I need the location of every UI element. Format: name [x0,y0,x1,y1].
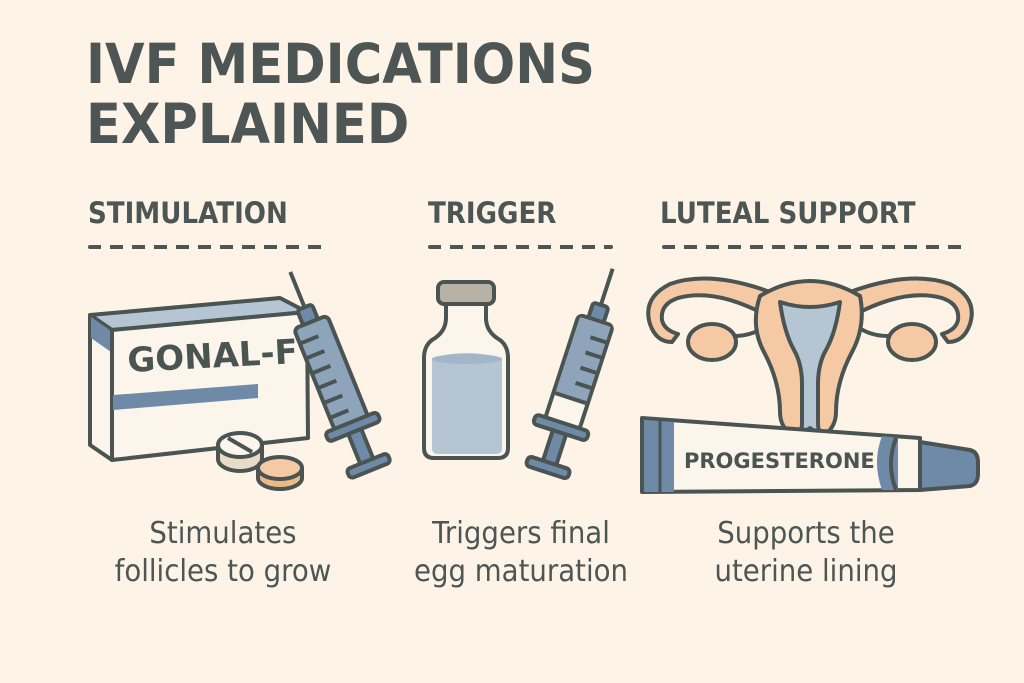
description-line: Triggers final [432,516,610,551]
medicine-box-icon: GONAL-F [88,296,310,462]
description-line: Supports the [717,516,895,551]
syringe-icon [288,271,392,480]
description-luteal-support: Supports the uterine lining [668,515,944,591]
page-title: IVF MEDICATIONS EXPLAINED [86,34,595,154]
syringe-icon [524,268,615,481]
description-stimulation: Stimulates follicles to grow [90,515,357,591]
trigger-illustration [422,268,615,481]
heading-trigger: TRIGGER [428,196,557,230]
stimulation-illustration: GONAL-F [88,271,392,491]
dashed-divider [662,245,967,249]
heading-luteal-support: LUTEAL SUPPORT [660,196,916,230]
luteal-illustration: PROGESTERONE [640,276,980,494]
vial-icon [422,280,510,460]
dashed-divider [428,245,613,249]
cream-tube-icon: PROGESTERONE [640,416,980,494]
dashed-divider [88,245,328,249]
tube-label: PROGESTERONE [684,449,875,473]
description-line: Stimulates [149,516,297,551]
title-line-1: IVF MEDICATIONS [86,32,595,96]
pills-icon [216,431,304,491]
heading-stimulation: STIMULATION [88,196,288,230]
box-label: GONAL-F [126,332,298,381]
title-line-2: EXPLAINED [86,92,410,156]
uterus-icon [646,276,974,466]
description-line: follicles to grow [114,554,332,589]
description-line: uterine lining [714,554,898,589]
description-line: egg maturation [413,554,629,589]
description-trigger: Triggers final egg maturation [388,515,655,591]
